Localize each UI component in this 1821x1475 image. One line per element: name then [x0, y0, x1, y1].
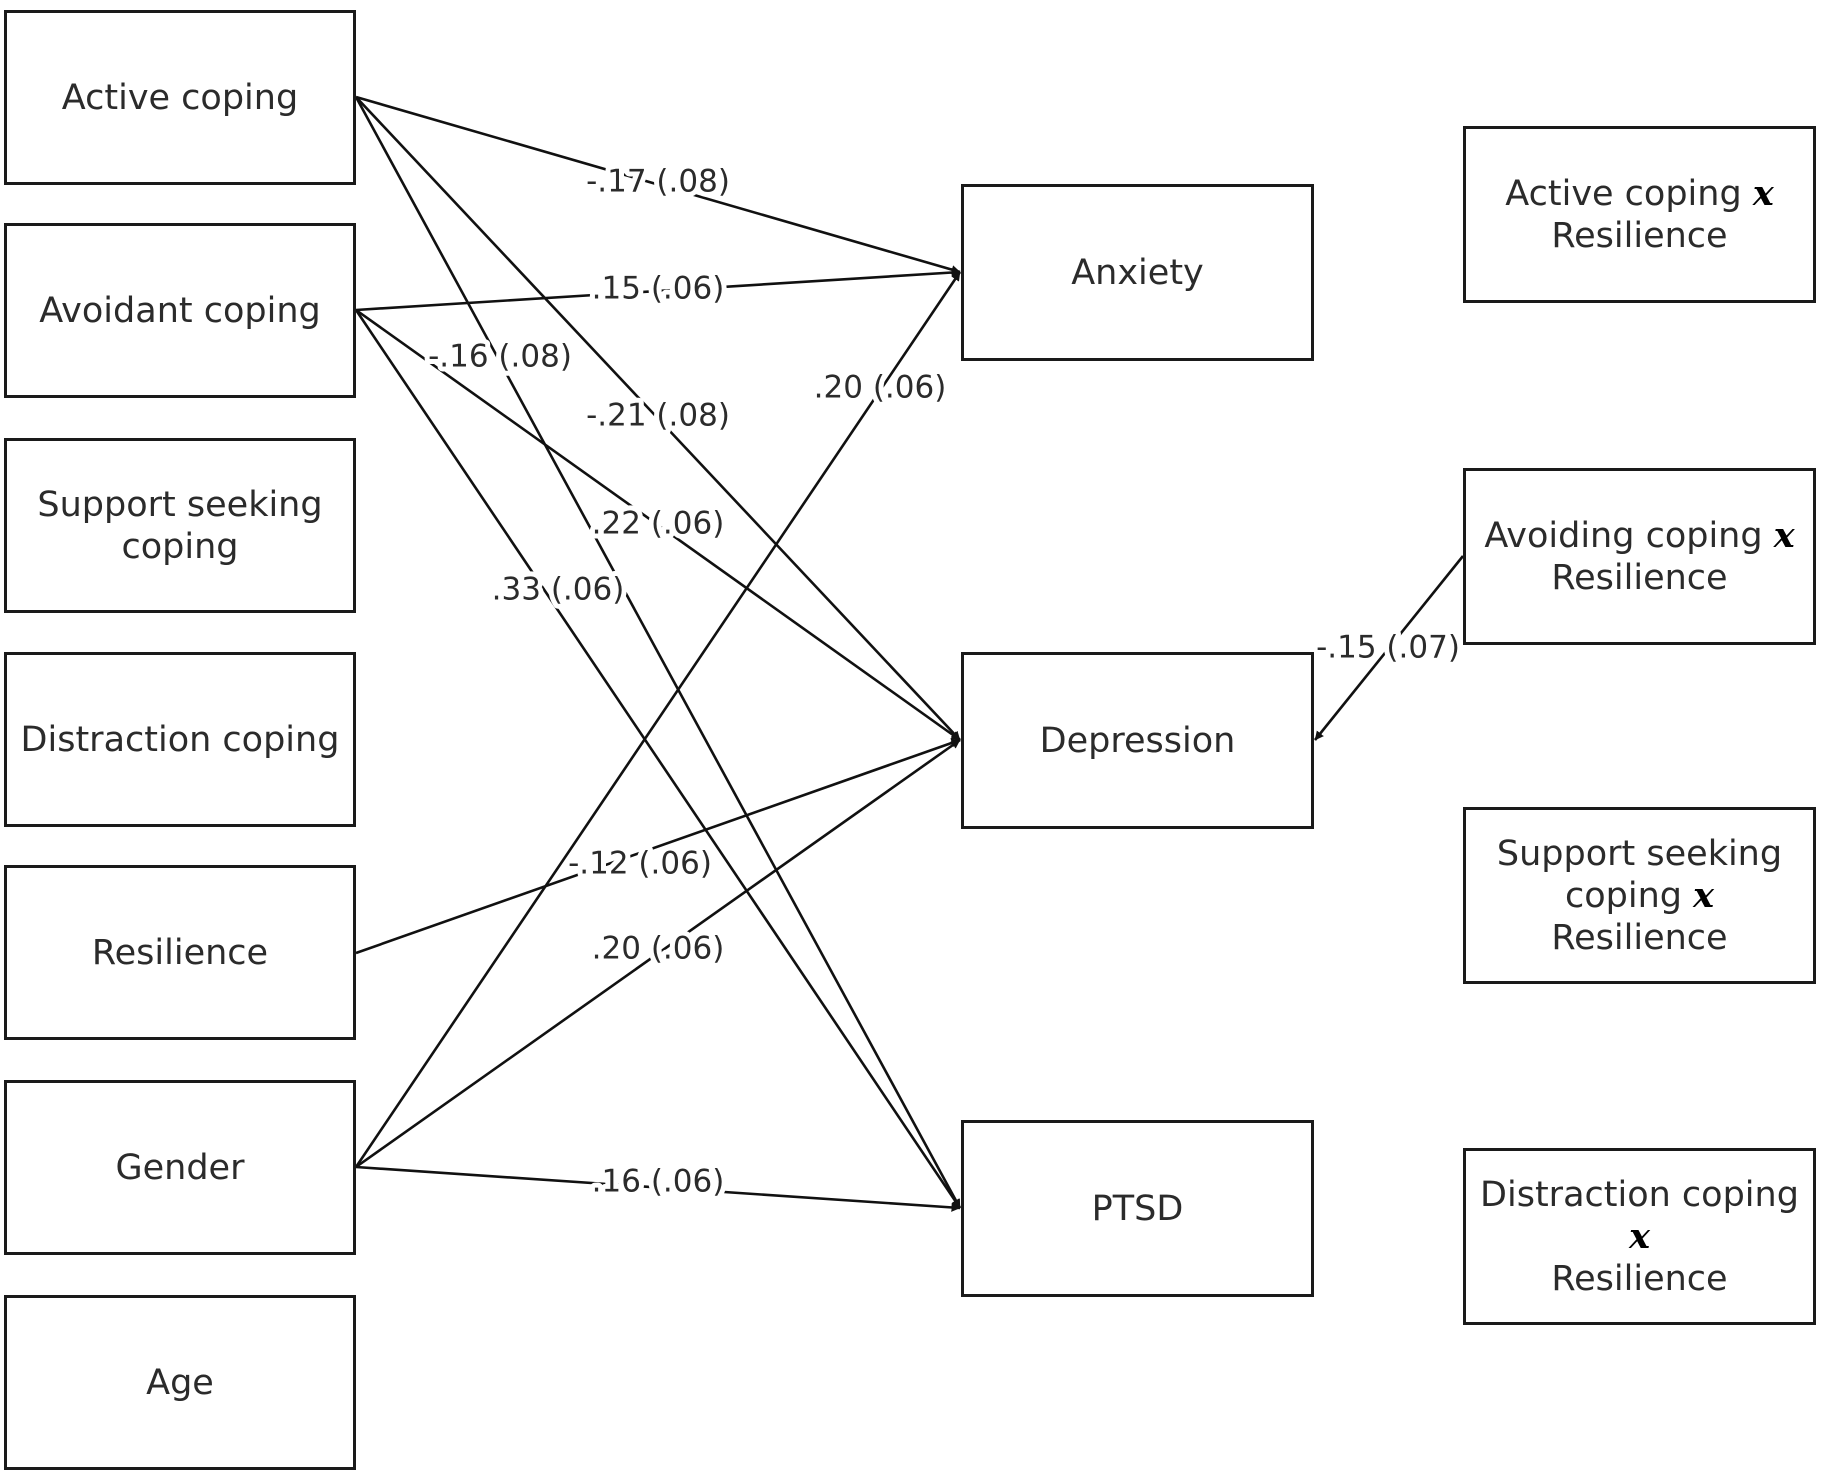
node-gender: Gender: [4, 1080, 356, 1255]
node-ptsd: PTSD: [961, 1120, 1314, 1297]
label-line-1: Support seeking: [1496, 833, 1783, 874]
label-line-2a: coping: [1564, 875, 1682, 916]
path-arrow-gender-depression: [355, 738, 961, 1169]
node-depression-label: Depression: [1039, 720, 1236, 761]
node-avoidant-coping: Avoidant coping: [4, 223, 356, 398]
path-coefficient-resilience-depression: -.12 (.06): [568, 846, 712, 882]
label-line-2: coping: [121, 526, 239, 567]
label-line-1: Avoiding coping: [1484, 515, 1763, 556]
multiply-symbol: x: [1752, 172, 1774, 214]
label-line-1: Distraction coping: [1480, 1174, 1799, 1215]
node-active-coping: Active coping: [4, 10, 356, 185]
node-depression: Depression: [961, 652, 1314, 829]
node-active-coping-label: Active coping: [61, 77, 299, 118]
label-line-2: Resilience: [1551, 215, 1728, 256]
path-arrow-gender-ptsd: [355, 1165, 961, 1212]
node-distraction-coping-label: Distraction coping: [20, 719, 340, 760]
multiply-symbol: x: [1629, 1215, 1650, 1257]
path-coefficient-avoidant-depression: .22 (.06): [592, 506, 725, 542]
multiply-symbol: x: [1773, 514, 1795, 556]
path-coefficient-gender-ptsd: .16 (.06): [592, 1164, 725, 1200]
path-arrow-active-anxiety: [355, 95, 961, 274]
label-line-2: Resilience: [1551, 557, 1728, 598]
node-gender-label: Gender: [115, 1147, 245, 1188]
path-arrow-gender-anxiety: [354, 271, 962, 1168]
path-arrow-active-depression: [355, 96, 961, 741]
path-coefficient-active-anxiety: -.17 (.08): [586, 164, 730, 200]
path-coefficient-avoidant-anxiety: .15 (.06): [592, 271, 725, 307]
path-arrow-avoidant-anxiety: [355, 268, 961, 312]
label-line-2: Resilience: [1551, 1258, 1728, 1299]
node-distraction-coping: Distraction coping: [4, 652, 356, 827]
node-resilience: Resilience: [4, 865, 356, 1040]
path-arrow-active-ptsd: [354, 96, 962, 1209]
label-line-1: Active coping: [1505, 173, 1742, 214]
path-coefficient-avoiding-interaction-depression: -.15 (.07): [1316, 630, 1460, 666]
label-line-2b: Resilience: [1551, 917, 1728, 958]
label-line-1: Support seeking: [37, 484, 323, 525]
path-coefficient-gender-anxiety: .20 (.06): [814, 370, 947, 406]
node-age-label: Age: [146, 1362, 214, 1403]
path-coefficient-avoidant-ptsd: .33 (.06): [492, 572, 625, 608]
path-arrow-avoiding-interaction-depression: [1313, 555, 1465, 741]
node-anxiety-label: Anxiety: [1071, 252, 1204, 293]
node-anxiety: Anxiety: [961, 184, 1314, 361]
path-arrow-avoidant-depression: [355, 308, 961, 742]
path-coefficient-gender-depression: .20 (.06): [592, 931, 725, 967]
path-coefficient-active-ptsd: -.16 (.08): [428, 339, 572, 375]
path-arrow-avoidant-ptsd: [354, 309, 962, 1209]
node-avoidant-coping-label: Avoidant coping: [39, 290, 321, 331]
multiply-symbol: x: [1693, 874, 1714, 916]
node-ptsd-label: PTSD: [1091, 1188, 1184, 1229]
path-coefficient-active-depression: -.21 (.08): [586, 398, 730, 434]
node-resilience-label: Resilience: [91, 932, 269, 973]
node-age: Age: [4, 1295, 356, 1470]
path-arrow-resilience-depression: [355, 738, 961, 955]
